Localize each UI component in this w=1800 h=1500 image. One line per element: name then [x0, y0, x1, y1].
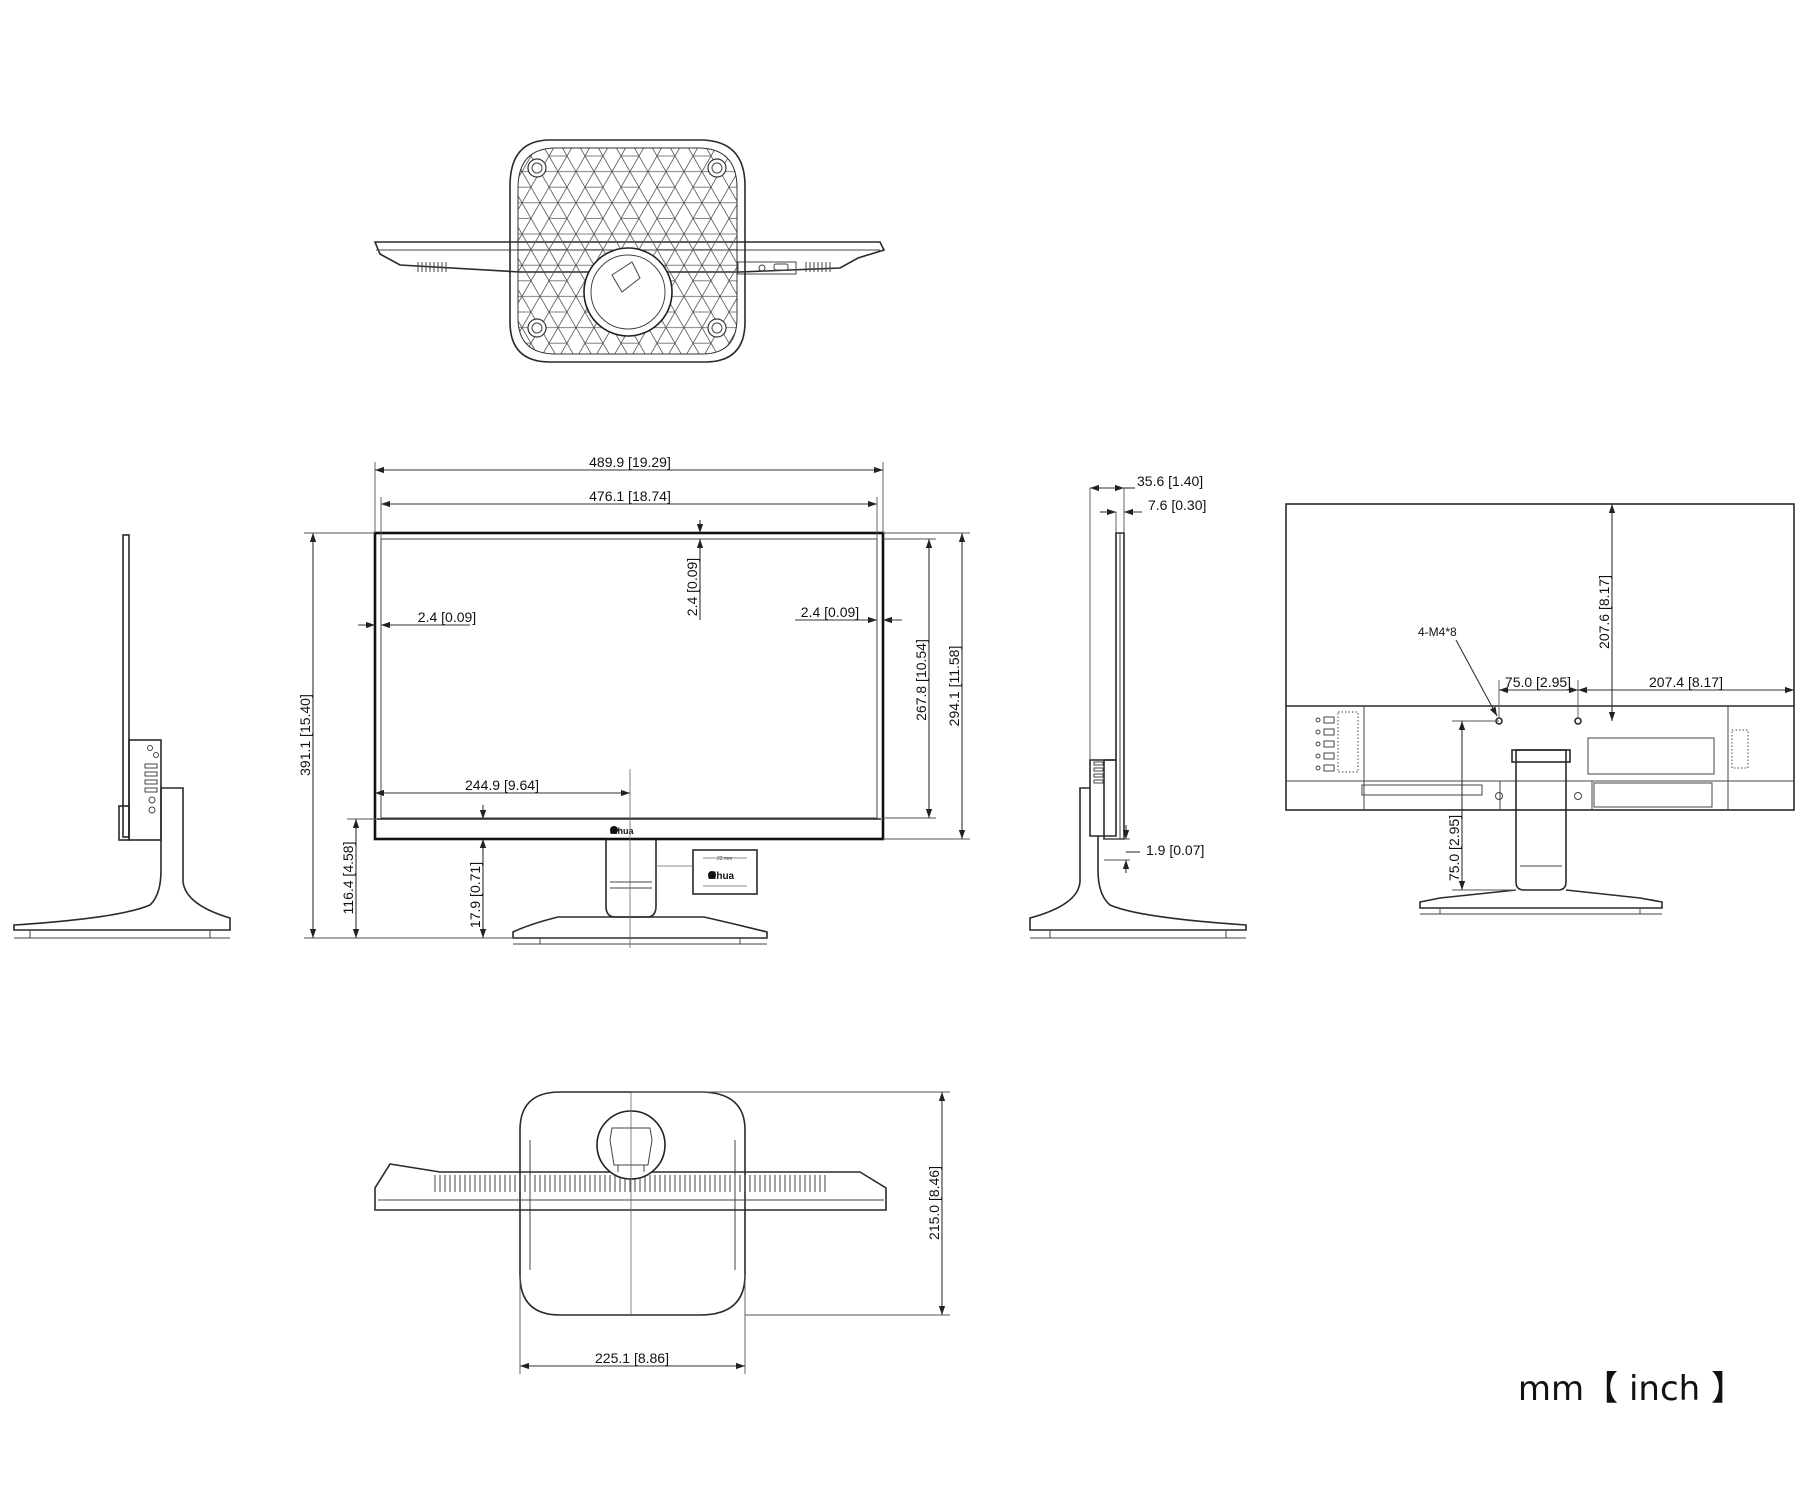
dim-stand-height: 116.4 [4.58] [340, 842, 356, 915]
top-view [373, 139, 886, 363]
dim-overall-width: 489.9 [19.29] [589, 454, 671, 470]
dim-vesa-top: 207.6 [8.17] [1596, 575, 1612, 649]
dim-bezel-top: 2.4 [0.09] [684, 558, 700, 616]
bottom-dimensions: 215.0 [8.46] 225.1 [8.86] [519, 1091, 950, 1374]
front-logo: alhua [610, 826, 635, 836]
units-label: mm【 inch 】 [1518, 1369, 1745, 1409]
sticker-caption: 22 mm [717, 856, 732, 862]
dim-panel-depth: 7.6 [0.30] [1148, 497, 1206, 513]
dim-overall-height: 391.1 [15.40] [297, 694, 313, 776]
dim-screen-width: 476.1 [18.74] [589, 488, 671, 504]
side-dimensions: 35.6 [1.40] 7.6 [0.30] 1.9 [0.07] [1089, 473, 1206, 873]
dim-vesa-spacing-h: 75.0 [2.95] [1505, 674, 1571, 690]
dim-vesa-spacing-v: 75.0 [2.95] [1446, 815, 1462, 881]
dim-base-depth: 215.0 [8.46] [926, 1166, 942, 1240]
dim-panel-height: 294.1 [11.58] [946, 646, 962, 727]
dim-base-width: 225.1 [8.86] [595, 1350, 669, 1366]
right-side-view [1029, 532, 1247, 939]
dim-total-depth: 35.6 [1.40] [1137, 473, 1203, 489]
back-dimensions: 207.6 [8.17] 75.0 [2.95] 207.4 [8.17] 75… [1418, 504, 1794, 891]
back-view [1285, 503, 1795, 915]
screw-spec-label: 4-M4*8 [1418, 625, 1457, 639]
dim-base-to-panel: 17.9 [0.71] [467, 862, 483, 928]
dim-vesa-right: 207.4 [8.17] [1649, 674, 1723, 690]
dim-bezel-left: 2.4 [0.09] [418, 609, 476, 625]
bottom-view [374, 1091, 887, 1316]
left-side-view [13, 534, 231, 939]
dim-center-offset: 244.9 [9.64] [465, 777, 539, 793]
sticker-logo: alhua [708, 871, 735, 882]
front-dimensions: 489.9 [19.29] 476.1 [18.74] 2.4 [0.09] 2… [297, 454, 970, 939]
dim-screen-height: 267.8 [10.54] [913, 639, 929, 721]
dim-bezel-right: 2.4 [0.09] [801, 604, 859, 620]
dim-bottom-gap: 1.9 [0.07] [1146, 842, 1204, 858]
front-view: alhua 22 mm alhua [373, 531, 885, 948]
